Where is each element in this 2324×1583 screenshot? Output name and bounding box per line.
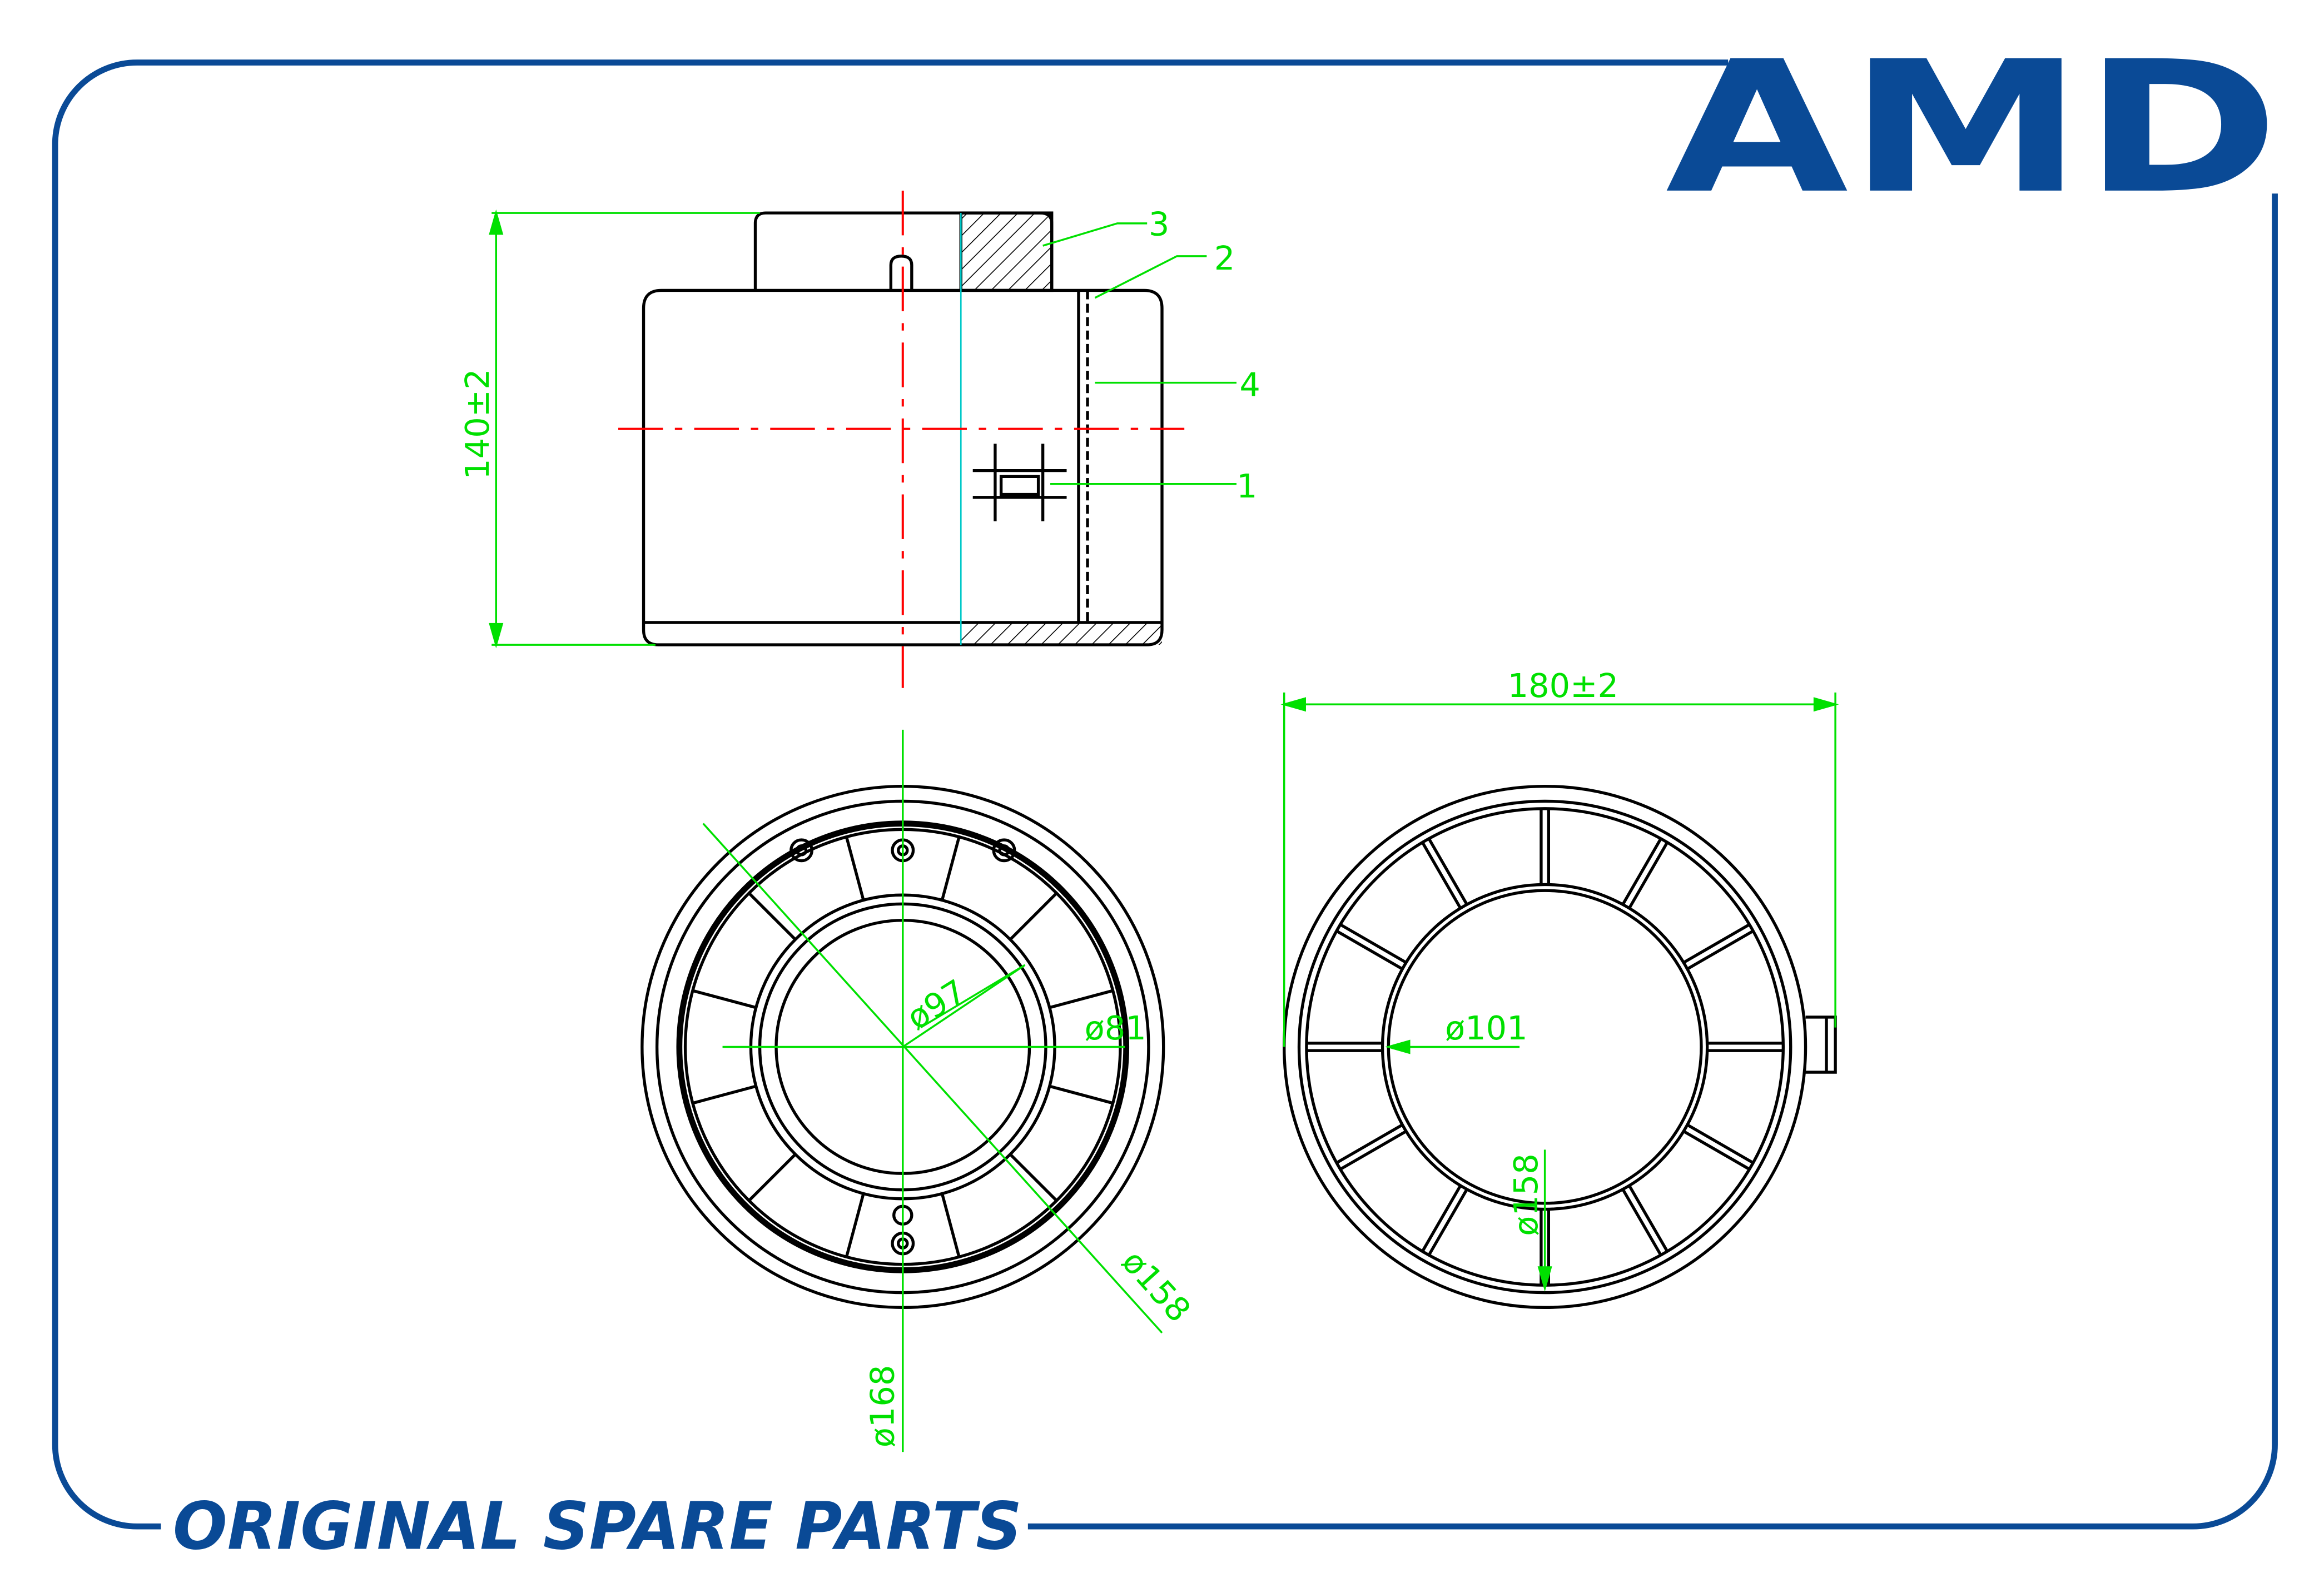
rib-line <box>1421 1184 1462 1252</box>
rear-view <box>1283 784 1837 1310</box>
rib-line <box>1009 1153 1058 1202</box>
rib-line <box>1686 929 1754 970</box>
rib-line <box>1335 929 1403 970</box>
height-dimension: 140±2 <box>458 369 496 479</box>
rib-line <box>1686 1123 1754 1164</box>
dia-101-label: ø101 <box>1445 1009 1528 1047</box>
rib-line <box>1421 842 1462 909</box>
rib-line <box>692 989 757 1009</box>
rib-line <box>1339 1129 1407 1171</box>
rib-line <box>845 836 865 901</box>
rib-line <box>940 836 961 901</box>
rear-dia-158-label: ø158 <box>1507 1153 1545 1236</box>
slogan: ORIGINAL SPARE PARTS <box>173 1488 1022 1564</box>
rib-line <box>1339 923 1407 964</box>
rib-line <box>1621 838 1662 905</box>
rib-line <box>748 1153 797 1202</box>
amd-logo: AMD <box>1666 23 2280 234</box>
dia-168-label: ø168 <box>863 1365 902 1448</box>
rib-line <box>1682 1129 1750 1171</box>
rib-line <box>1682 923 1750 964</box>
frame-border <box>52 59 2278 1530</box>
side-view-dimensions <box>489 209 1237 649</box>
rib-line <box>1427 1188 1468 1256</box>
rib-line <box>692 1084 757 1105</box>
callout-1: 1 <box>1237 467 1258 505</box>
rib-line <box>1335 1123 1403 1164</box>
width-dimension: 180±2 <box>1508 666 1618 705</box>
callout-2: 2 <box>1214 239 1235 277</box>
callout-3: 3 <box>1149 205 1170 243</box>
callout-4: 4 <box>1239 366 1260 404</box>
rib-line <box>845 1193 865 1258</box>
rib-line <box>1009 892 1058 941</box>
rib-line <box>940 1193 961 1258</box>
front-view-dimensions <box>702 729 1163 1452</box>
rib-line <box>748 892 797 941</box>
rib-line <box>1628 842 1669 909</box>
rib-line <box>1628 1184 1669 1252</box>
dia-97-label: ø97 <box>900 972 973 1037</box>
rib-line <box>1621 1188 1662 1256</box>
side-view <box>618 190 1185 688</box>
rib-line <box>1427 838 1468 905</box>
dia-158-label: ø158 <box>1115 1242 1199 1330</box>
rib-line <box>1049 989 1114 1009</box>
rear-view-dimensions <box>1280 692 1839 1292</box>
dia-81-label: ø81 <box>1085 1009 1146 1047</box>
rib-line <box>1049 1084 1114 1105</box>
